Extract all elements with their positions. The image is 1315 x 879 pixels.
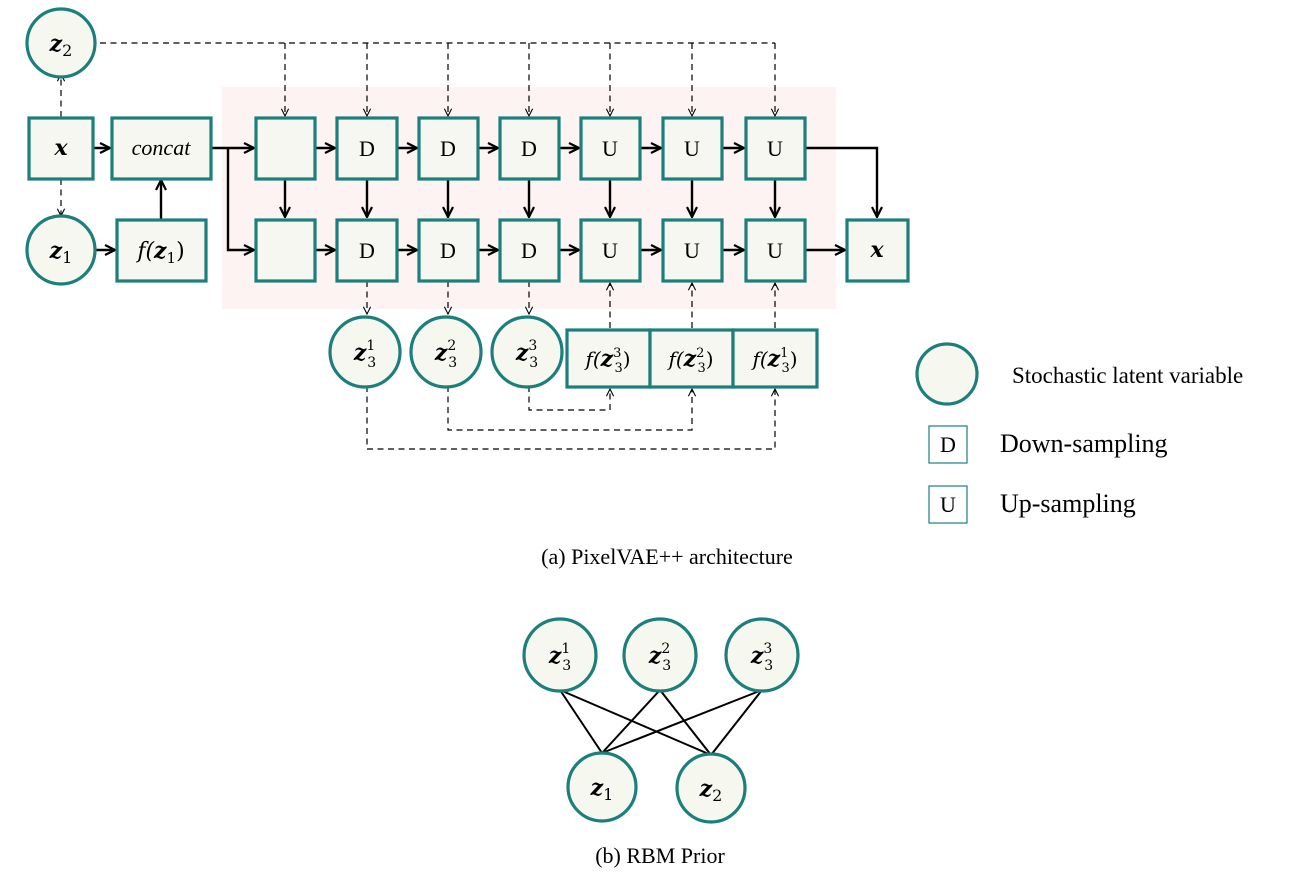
bottom-down-label-3: D [521, 238, 537, 263]
top-up-label-2: U [684, 136, 700, 161]
f-z3-1-box [731, 328, 819, 389]
f-z3-3-box [565, 328, 652, 389]
rbm-z3-2-node [622, 617, 698, 693]
bottom-down-label-2: D [440, 238, 456, 263]
bottom-initial-block [254, 218, 317, 283]
solid-connections [93, 148, 877, 250]
bottom-up-block-2 [661, 218, 724, 283]
top-up-block-1 [579, 116, 642, 181]
top-down-block-3 [498, 116, 561, 181]
x-input-box [27, 116, 95, 181]
z3-1-node [328, 315, 402, 389]
legend-latent-label: Stochastic latent variable [1012, 363, 1243, 388]
bottom-down-label-1: D [359, 238, 375, 263]
top-down-label-2: D [440, 136, 456, 161]
bottom-up-label-2: U [684, 238, 700, 263]
legend: Stochastic latent variable D Down-sampli… [915, 342, 1243, 524]
caption-a: (a) PixelVAE++ architecture [541, 544, 793, 569]
z3-3-node [490, 315, 564, 389]
legend-up-label: Up-sampling [1000, 489, 1136, 518]
bottom-up-block-1 [579, 218, 642, 283]
rbm-edges [559, 689, 763, 756]
z3-2-node [409, 315, 483, 389]
f-z1-label: f(z1) [135, 238, 184, 267]
rbm-z1-label: z1 [590, 775, 614, 804]
rbm-z2-label: z2 [699, 776, 723, 805]
legend-up-box [928, 485, 968, 524]
legend-down-box [928, 425, 968, 464]
legend-up-symbol: U [940, 492, 956, 517]
x-output-box [845, 218, 910, 283]
bottom-down-block-1 [335, 218, 399, 283]
legend-latent-circle [915, 342, 979, 406]
top-up-label-3: U [767, 136, 783, 161]
bottom-up-label-3: U [767, 238, 783, 263]
z1-label: z1 [49, 238, 73, 267]
dashed-connections [61, 42, 775, 450]
bottom-down-block-3 [498, 218, 561, 283]
z1-node [25, 214, 97, 286]
concat-label: concat [132, 135, 192, 160]
z2-label: z2 [49, 31, 73, 60]
x-input-label: x [53, 135, 68, 161]
z2-node [25, 7, 97, 79]
legend-down-symbol: D [940, 432, 956, 457]
bottom-up-label-1: U [602, 238, 618, 263]
rbm-z1-node [566, 751, 638, 823]
rbm-z3-1-node [522, 617, 598, 693]
rbm-z2-node [675, 752, 747, 824]
bottom-down-block-2 [417, 218, 480, 283]
rbm-z3-3-node [724, 617, 800, 693]
bottom-up-block-3 [744, 218, 807, 283]
top-down-label-1: D [359, 136, 375, 161]
top-down-block-1 [335, 116, 399, 181]
top-down-block-2 [417, 116, 480, 181]
top-up-block-2 [661, 116, 724, 181]
top-down-label-3: D [521, 136, 537, 161]
caption-b: (b) RBM Prior [595, 843, 725, 868]
legend-down-label: Down-sampling [1000, 429, 1168, 458]
f-z3-2-box [648, 328, 735, 389]
top-up-block-3 [744, 116, 807, 181]
top-up-label-1: U [602, 136, 618, 161]
concat-box [110, 116, 213, 181]
f-z1-box [115, 218, 208, 283]
x-output-label: x [869, 237, 884, 263]
top-initial-block [254, 116, 317, 181]
